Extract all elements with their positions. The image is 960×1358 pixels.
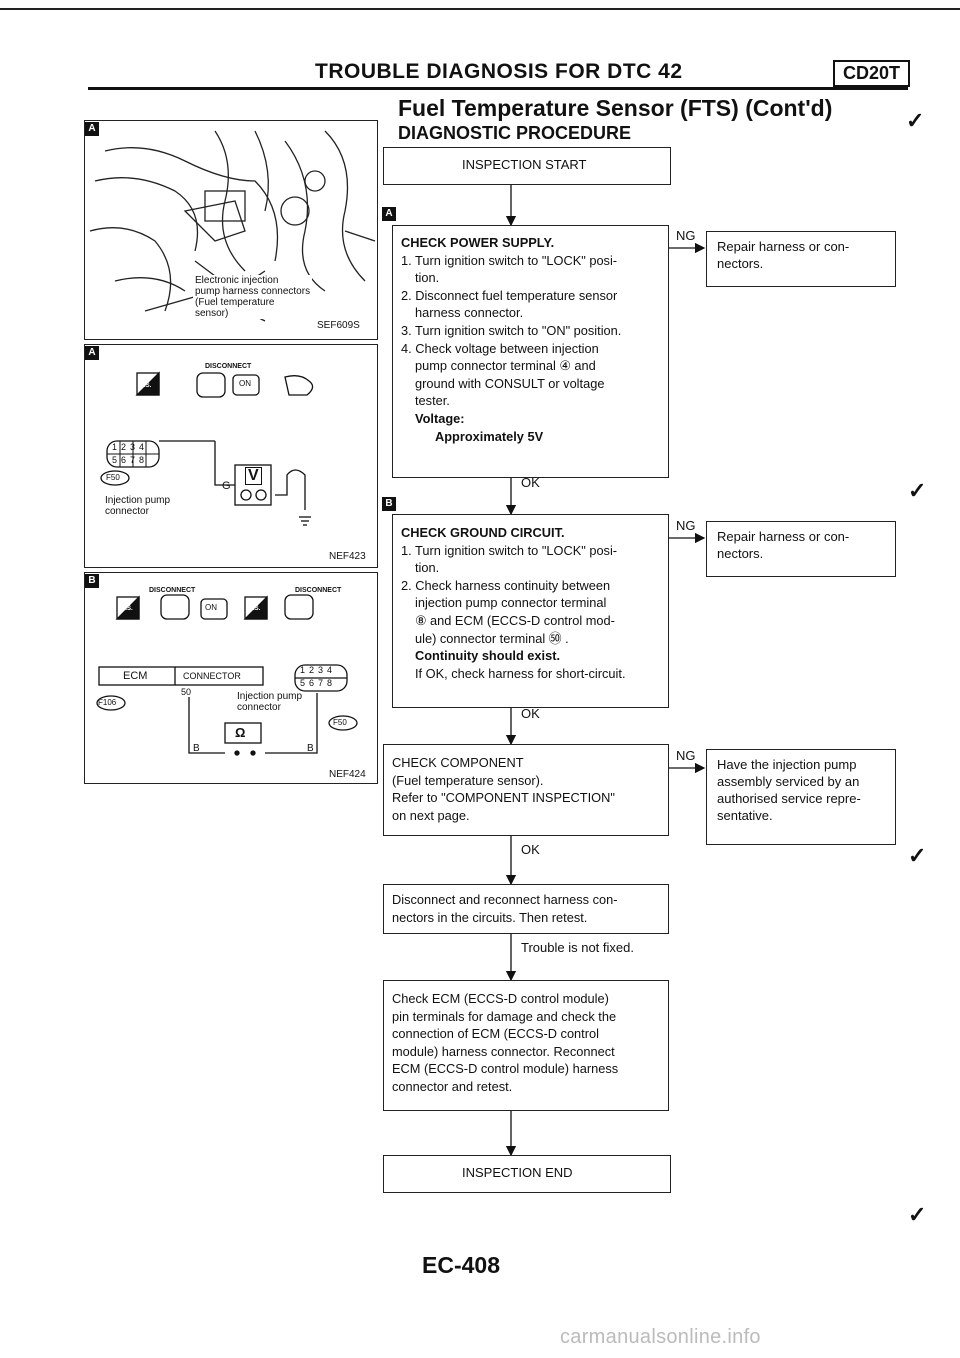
figure-continuity-check: B DISCONNECT DISCONNECT H.S. ON T.S. ECM… (84, 572, 378, 784)
check-mark-icon: ✓ (906, 108, 925, 133)
figure-code: SEF609S (317, 320, 360, 331)
start-label: INSPECTION START (462, 157, 587, 172)
ts-label: T.S. (141, 383, 152, 389)
connector-id: F50 (106, 473, 120, 482)
figure-code: NEF423 (329, 551, 366, 562)
lead-label: B (307, 743, 314, 754)
flow-start-box: INSPECTION START (383, 147, 671, 185)
page-title: TROUBLE DIAGNOSIS FOR DTC 42 (315, 60, 683, 83)
step-title: CHECK GROUND CIRCUIT. (401, 525, 565, 540)
voltmeter-icon: V (245, 467, 262, 485)
check-mark-icon: ✓ (908, 843, 927, 868)
figure-code: NEF424 (329, 769, 366, 780)
voltage-check-diagram (100, 371, 314, 526)
ecm-connector-id: F106 (98, 698, 117, 707)
ts-label: T.S. (250, 606, 261, 612)
ecm-pin-number: 50 (181, 687, 192, 697)
on-label: ON (239, 379, 251, 388)
ok-label: OK (521, 706, 540, 721)
flow-step-check-ecm: Check ECM (ECCS-D control module) pin te… (383, 980, 669, 1111)
disconnect-label: DISCONNECT (205, 363, 252, 370)
step-marker-b: B (85, 574, 99, 588)
step-marker-a: A (85, 346, 99, 360)
ok-label: OK (521, 842, 540, 857)
check-mark-icon: ✓ (908, 1202, 927, 1227)
flow-step-ground-circuit: CHECK GROUND CIRCUIT. 1. Turn ignition s… (392, 514, 669, 708)
watermark: carmanualsonline.info (560, 1326, 761, 1348)
lead-label: B (193, 743, 200, 754)
flow-end-box: INSPECTION END (383, 1155, 671, 1193)
result-label: Trouble is not fixed. (521, 940, 634, 955)
step-marker-a: A (85, 122, 99, 136)
disconnect-label: DISCONNECT (149, 587, 196, 594)
connector-pins-bottom: 5678 (112, 455, 149, 465)
page-number: EC-408 (422, 1252, 500, 1278)
check-mark-icon: ✓ (908, 478, 927, 503)
step-marker-b: B (382, 497, 396, 511)
header-rule (88, 87, 908, 90)
connector-pins-top: 1234 (300, 665, 337, 675)
ok-label: OK (521, 475, 540, 490)
end-label: INSPECTION END (462, 1165, 573, 1180)
pump-connector-label: Injection pump connector (237, 691, 303, 713)
flow-step-check-component: CHECK COMPONENT (Fuel temperature sensor… (383, 744, 669, 836)
ecm-label: ECM (123, 670, 148, 682)
flow-step-reconnect: Disconnect and reconnect harness con- ne… (383, 884, 669, 934)
continuity-check-diagram (96, 594, 358, 756)
connector-pins-top: 1234 (112, 442, 149, 452)
section-subtitle: Fuel Temperature Sensor (FTS) (Cont'd) (398, 95, 833, 121)
ng-label: NG (676, 228, 696, 243)
engine-bay-illustration (89, 130, 376, 322)
pump-connector-id: F50 (333, 718, 347, 727)
procedure-heading: DIAGNOSTIC PROCEDURE (398, 123, 632, 143)
hs-label: H.S. (121, 606, 133, 612)
disconnect-label: DISCONNECT (295, 587, 342, 594)
ng-action-box: Have the injection pump assembly service… (706, 749, 896, 845)
ng-label: NG (676, 748, 696, 763)
connector-pins-bottom: 5678 (300, 678, 337, 688)
ng-label: NG (676, 518, 696, 533)
on-label: ON (205, 603, 217, 612)
ohmmeter-icon: Ω (235, 725, 246, 740)
connector-label: Injection pump connector (105, 495, 171, 517)
engine-code-badge: CD20T (833, 60, 911, 87)
figure-caption: Electronic injection pump harness connec… (193, 275, 313, 319)
ecm-connector-label: CONNECTOR (183, 671, 241, 681)
top-rule (0, 8, 960, 10)
meter-terminal: G (222, 480, 231, 492)
step-title: CHECK POWER SUPPLY. (401, 235, 555, 250)
step-marker-a: A (382, 207, 396, 221)
ng-action-box: Repair harness or con- nectors. (706, 521, 896, 577)
figure-engine-harness: A Electronic injection pump harness conn… (84, 120, 378, 340)
flow-step-power-supply: CHECK POWER SUPPLY. 1. Turn ignition swi… (392, 225, 669, 478)
figure-voltage-check: A DISCONNECT T.S. ON 1234 (84, 344, 378, 568)
ng-action-box: Repair harness or con- nectors. (706, 231, 896, 287)
